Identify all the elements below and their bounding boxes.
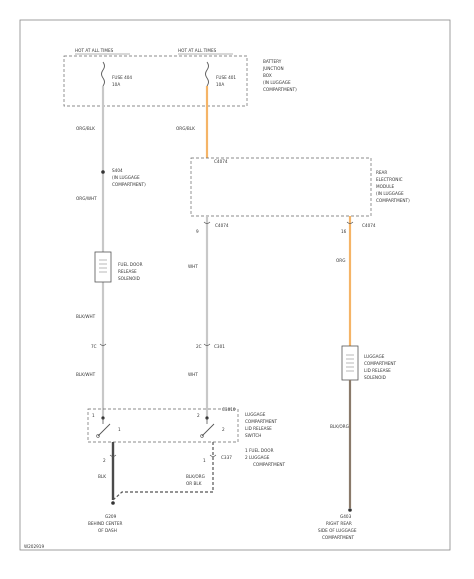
ground-g403: G403 RIGHT REAR SIDE OF LUGGAGE COMPARTM… <box>318 508 357 540</box>
svg-text:BEHIND CENTER: BEHIND CENTER <box>88 521 122 526</box>
switch-bottom-pin-left: 2 <box>103 458 106 463</box>
svg-text:1: 1 <box>92 413 95 418</box>
svg-text:COMPARTMENT: COMPARTMENT <box>322 535 355 540</box>
module-pin-16: 16 <box>341 229 347 234</box>
middle-circuit: ORG/BLK <box>176 86 209 158</box>
switch-contact-fuel-door: 1 1 <box>92 413 121 438</box>
module-pin-9-connector: C4074 <box>215 223 229 228</box>
svg-text:SOLENOID: SOLENOID <box>364 375 386 380</box>
fuse-401-amps: 10A <box>216 82 224 87</box>
svg-text:LUGGAGE: LUGGAGE <box>245 412 266 417</box>
switch-bottom-connector: C337 <box>221 455 232 460</box>
wire-mid-under-connector-color: WHT <box>188 372 198 377</box>
switch-contact-luggage: 2 2 <box>197 413 225 438</box>
module-pin-16-connector: C4074 <box>362 223 376 228</box>
connector-c301: C301 <box>214 344 225 349</box>
wire-right-under-module-color: ORG <box>336 258 345 263</box>
svg-text:(IN LUGGAGE: (IN LUGGAGE <box>376 191 404 196</box>
wire-mid-under-module-color: WHT <box>188 264 198 269</box>
battery-junction-box-name: BATTERY JUNCTION BOX (IN LUGGAGE COMPART… <box>262 59 297 92</box>
svg-text:BOX: BOX <box>263 73 272 78</box>
fuse-401: FUSE 401 10A <box>205 61 236 87</box>
fuse-404-label: FUSE 404 <box>112 75 132 80</box>
svg-text:COMPARTMENT: COMPARTMENT <box>364 361 397 366</box>
wire-left-under-solenoid-color: BLK/WHT <box>76 314 96 319</box>
module-top-connector: C4074 <box>214 159 228 164</box>
wire-right-under-solenoid-color: BLK/ORG <box>330 424 349 429</box>
switch-connector: C3010 <box>222 407 236 412</box>
diagram-border <box>19 19 451 551</box>
svg-text:COMPARTMENT): COMPARTMENT) <box>263 87 297 92</box>
svg-text:LID RELEASE: LID RELEASE <box>364 368 391 373</box>
ground-g209: G209 BEHIND CENTER OF DASH <box>88 501 122 533</box>
svg-text:1: 1 <box>118 427 121 432</box>
splice-s404-dot <box>101 170 105 174</box>
svg-text:COMPARTMENT): COMPARTMENT) <box>112 182 146 187</box>
wire-mid-top-color: ORG/BLK <box>176 126 195 131</box>
svg-text:(IN LUGGAGE: (IN LUGGAGE <box>263 80 291 85</box>
svg-text:BATTERY: BATTERY <box>263 59 282 64</box>
svg-text:SWITCH: SWITCH <box>245 433 261 438</box>
svg-text:COMPARTMENT: COMPARTMENT <box>245 419 278 424</box>
battery-junction-box: HOT AT ALL TIMES HOT AT ALL TIMES FUSE 4… <box>63 48 297 107</box>
rear-electronic-module: C4074 REAR ELECTRONIC MODULE (IN LUGGAGE… <box>190 157 410 234</box>
wire-bottom-left-color: BLK <box>98 474 106 479</box>
wire-left-top-color: ORG/BLK <box>76 126 95 131</box>
switch-to-ground-wire: 2 BLK 1 C337 BLK/ORG OR BLK G209 BEHIND … <box>88 442 232 533</box>
wire-bottom-dashed-color-1: BLK/ORG <box>186 474 205 479</box>
fuse-404: FUSE 404 10A <box>101 61 132 87</box>
svg-text:G209: G209 <box>105 514 117 519</box>
svg-text:OF DASH: OF DASH <box>98 528 117 533</box>
svg-text:RIGHT REAR: RIGHT REAR <box>326 521 352 526</box>
module-to-switch-wire: WHT 2C C301 WHT <box>188 216 225 418</box>
svg-text:MODULE: MODULE <box>376 184 395 189</box>
svg-text:2: 2 <box>197 413 200 418</box>
module-pin-9: 9 <box>196 229 199 234</box>
wire-bottom-dashed-color-2: OR BLK <box>186 481 202 486</box>
fuse-401-label: FUSE 401 <box>216 75 236 80</box>
svg-text:RELEASE: RELEASE <box>118 269 137 274</box>
switch-bottom-pin-right: 1 <box>203 458 206 463</box>
svg-text:LUGGAGE: LUGGAGE <box>364 354 385 359</box>
svg-text:COMPARTMENT): COMPARTMENT) <box>376 198 410 203</box>
svg-text:JUNCTION: JUNCTION <box>262 66 284 71</box>
svg-text:G403: G403 <box>340 514 352 519</box>
svg-text:ELECTRONIC: ELECTRONIC <box>376 177 403 182</box>
lid-release-switch: C3010 LUGGAGE COMPARTMENT LID RELEASE SW… <box>87 407 286 467</box>
svg-text:LID RELEASE: LID RELEASE <box>245 426 272 431</box>
right-circuit: ORG LUGGAGE COMPARTMENT LID RELEASE SOLE… <box>318 216 397 540</box>
wire-left-under-splice-color: ORG/WHT <box>76 196 97 201</box>
hot-at-all-times-label-1: HOT AT ALL TIMES <box>75 48 114 53</box>
svg-text:SOLENOID: SOLENOID <box>118 276 140 281</box>
svg-text:(IN LUGGAGE: (IN LUGGAGE <box>112 175 140 180</box>
left-circuit: ORG/BLK S404 (IN LUGGAGE COMPARTMENT) OR… <box>76 86 146 418</box>
fuel-door-release-solenoid: FUEL DOOR RELEASE SOLENOID <box>94 251 143 283</box>
svg-text:SIDE OF LUGGAGE: SIDE OF LUGGAGE <box>318 528 357 533</box>
connector-pin-2c: 2C <box>196 344 202 349</box>
svg-text:FUEL DOOR: FUEL DOOR <box>118 262 143 267</box>
hot-at-all-times-label-2: HOT AT ALL TIMES <box>178 48 217 53</box>
switch-legend-1: 1 FUEL DOOR <box>245 448 274 453</box>
wire-left-under-connector-color: BLK/WHT <box>76 372 96 377</box>
svg-text:2: 2 <box>222 427 225 432</box>
luggage-lid-release-solenoid: LUGGAGE COMPARTMENT LID RELEASE SOLENOID <box>341 345 397 381</box>
connector-pin-7c: 7C <box>91 344 97 349</box>
fuse-404-amps: 10A <box>112 82 120 87</box>
splice-s404-name: S404 <box>112 168 123 173</box>
switch-legend-3: COMPARTMENT <box>253 462 286 467</box>
svg-text:REAR: REAR <box>376 170 387 175</box>
footer-code: W202919 <box>24 544 44 549</box>
switch-legend-2: 2 LUGGAGE <box>245 455 270 460</box>
